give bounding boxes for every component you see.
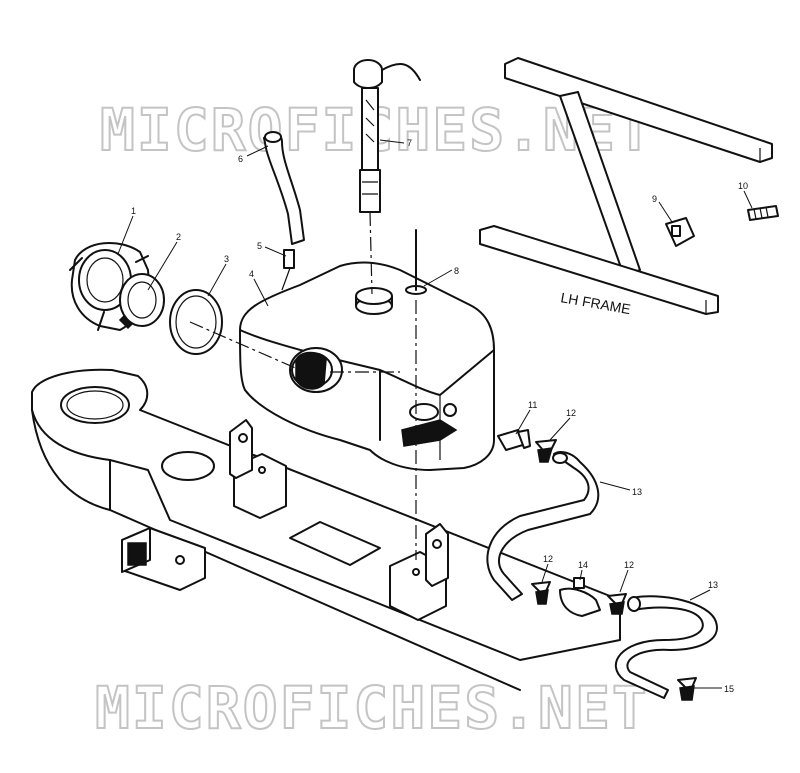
- lh-frame: [479, 57, 773, 315]
- callout-2: 2: [176, 232, 181, 242]
- callout-1: 1: [131, 206, 136, 216]
- watermark-bottom: MICROFICHES.NET: [95, 674, 649, 742]
- callout-15: 15: [724, 684, 734, 694]
- vent-hose: [263, 131, 305, 245]
- tank-mount-bracket-right: [389, 523, 449, 621]
- filler-seal: [169, 289, 223, 355]
- callout-3: 3: [224, 254, 229, 264]
- callout-labels: 1 2 3 4 5 6 7 8 9 10 11 12 13 12 14 12 1…: [131, 138, 748, 694]
- callout-7: 7: [407, 138, 412, 148]
- callout-8: 8: [454, 266, 459, 276]
- mounting-bolt: [405, 229, 427, 295]
- fuel-gauge-sender: [353, 59, 421, 213]
- hose-clamp-4: [677, 677, 697, 701]
- chassis-plate: [31, 368, 621, 691]
- vent-fitting: [281, 249, 295, 291]
- fuel-filter: [559, 577, 601, 617]
- hose-clamp-1: [535, 439, 557, 463]
- fuel-fitting: [497, 429, 531, 451]
- callout-5: 5: [257, 241, 262, 251]
- hose-clamp-3: [607, 593, 627, 615]
- hose-clamp-2: [531, 581, 551, 605]
- leader-lines: [117, 139, 753, 689]
- cap-gasket: [118, 273, 165, 330]
- callout-10: 10: [738, 181, 748, 191]
- fuel-hose-upper: [486, 451, 600, 601]
- tank-mount-bracket-left: [229, 419, 287, 519]
- frame-clip: [665, 217, 695, 247]
- callout-13a: 13: [632, 487, 642, 497]
- callout-12b: 12: [543, 554, 553, 564]
- lh-frame-label: LH FRAME: [559, 289, 631, 317]
- callout-4: 4: [249, 269, 254, 279]
- callout-13b: 13: [708, 580, 718, 590]
- frame-bolt: [747, 205, 779, 221]
- callout-6: 6: [238, 154, 243, 164]
- assembly-centerlines: [189, 211, 417, 560]
- callout-12a: 12: [566, 408, 576, 418]
- callout-9: 9: [652, 194, 657, 204]
- fuel-tank: [239, 261, 495, 471]
- fuel-hose-lower: [614, 595, 718, 699]
- callout-11: 11: [528, 400, 537, 410]
- callout-14: 14: [578, 560, 588, 570]
- callout-12c: 12: [624, 560, 634, 570]
